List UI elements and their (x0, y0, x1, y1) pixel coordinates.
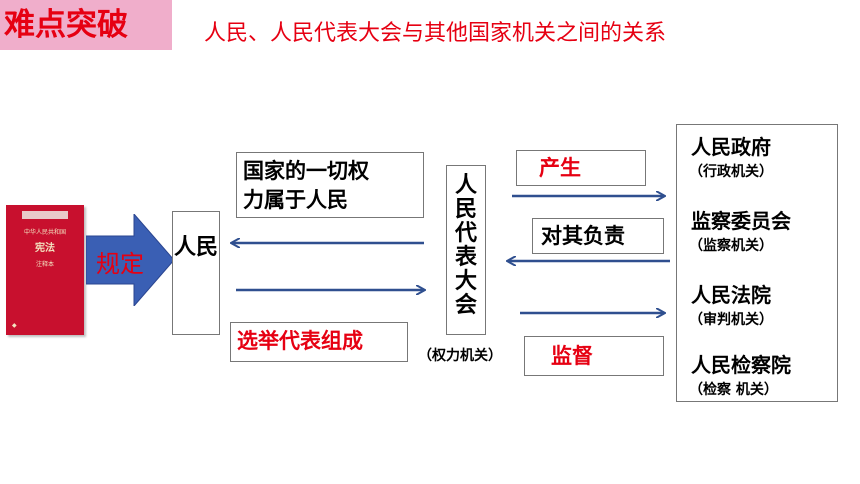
supervise-box: 监督 (524, 336, 664, 376)
organ-procuratorate-name: 人民检察院 (691, 353, 791, 377)
election-label: 选举代表组成 (237, 329, 363, 353)
book-band (22, 211, 68, 219)
npc-label: 人民代表大会 (454, 173, 477, 318)
power-statement-box: 国家的一切权 力属于人民 (236, 152, 424, 218)
organ-government-name: 人民政府 (691, 135, 771, 159)
responsible-box: 对其负责 (532, 218, 664, 254)
guiding-arrow-shape (85, 212, 175, 308)
responsible-label: 对其负责 (541, 224, 625, 248)
organ-court-name: 人民法院 (691, 283, 771, 307)
guiding-label: 规定 (96, 250, 144, 278)
organ-procuratorate-role: （检察 机关） (689, 382, 778, 398)
page-title: 人民、人民代表大会与其他国家机关之间的关系 (204, 21, 667, 46)
produce-label: 产生 (539, 156, 581, 180)
election-box: 选举代表组成 (230, 322, 408, 362)
book-publisher-mark: ◆ (12, 322, 17, 329)
produce-box: 产生 (516, 150, 646, 186)
section-badge: 难点突破 (0, 0, 172, 50)
state-organs-box: 人民政府 （行政机关） 监察委员会 （监察机关） 人民法院 （审判机关） 人民检… (676, 124, 838, 402)
organ-government-role: （行政机关） (689, 164, 773, 180)
organ-court-role: （审判机关） (689, 312, 773, 328)
power-statement-line1: 国家的一切权 (243, 159, 369, 183)
guiding-arrow: 规定 (85, 212, 176, 310)
power-statement-line2: 力属于人民 (243, 188, 348, 212)
npc-box: 人民代表大会 (446, 165, 486, 335)
npc-role-note: （权力机关） (418, 348, 502, 364)
book-name: 宪法 (35, 243, 55, 254)
book-top-label: 中华人民共和国 (23, 229, 66, 236)
organ-supervision-role: （监察机关） (689, 238, 773, 254)
organ-supervision-name: 监察委员会 (691, 209, 791, 233)
people-box: 人民 (172, 211, 220, 335)
people-label: 人民 (173, 235, 218, 260)
supervise-label: 监督 (551, 344, 593, 368)
constitution-book-image: 中华人民共和国 宪法 注释本 ◆ (6, 205, 84, 335)
book-edition: 注释本 (35, 261, 54, 268)
